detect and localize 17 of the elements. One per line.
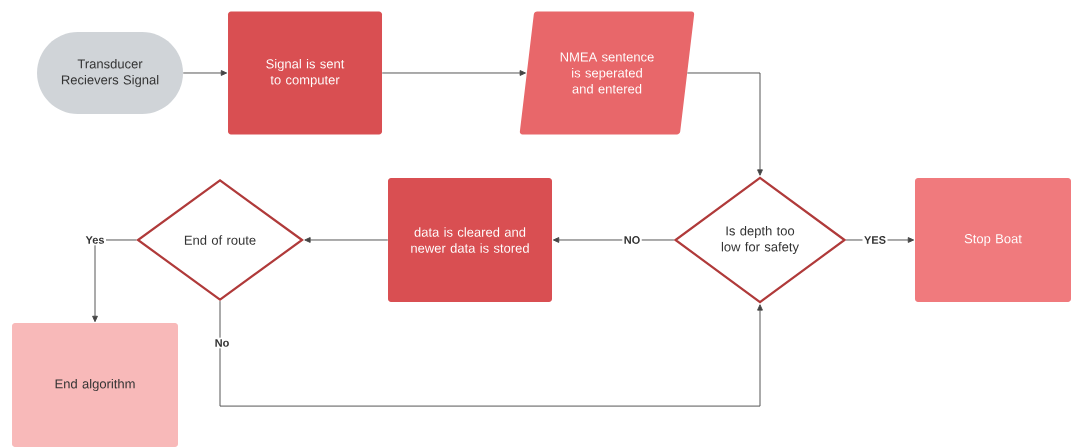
arrow (381, 70, 526, 76)
arrow (92, 239, 137, 323)
edge-label: NO (622, 234, 642, 246)
edge-label: No (213, 337, 231, 349)
process-box: data is cleared and newer data is stored (388, 178, 552, 302)
process-box: Signal is sent to computer (228, 11, 382, 135)
arrow (219, 300, 763, 407)
terminal-pill: Transducer Recievers Signal (37, 32, 183, 114)
arrow (552, 237, 675, 243)
edge-label: YES (862, 234, 888, 246)
data-parallelogram: NMEA sentence is seperated and entered (519, 11, 695, 135)
arrow (686, 72, 763, 176)
terminal-box: End algorithm (12, 323, 178, 447)
edge-label: Yes (84, 234, 106, 246)
arrow (304, 237, 389, 243)
arrow (182, 70, 228, 76)
process-box: Stop Boat (915, 178, 1071, 302)
